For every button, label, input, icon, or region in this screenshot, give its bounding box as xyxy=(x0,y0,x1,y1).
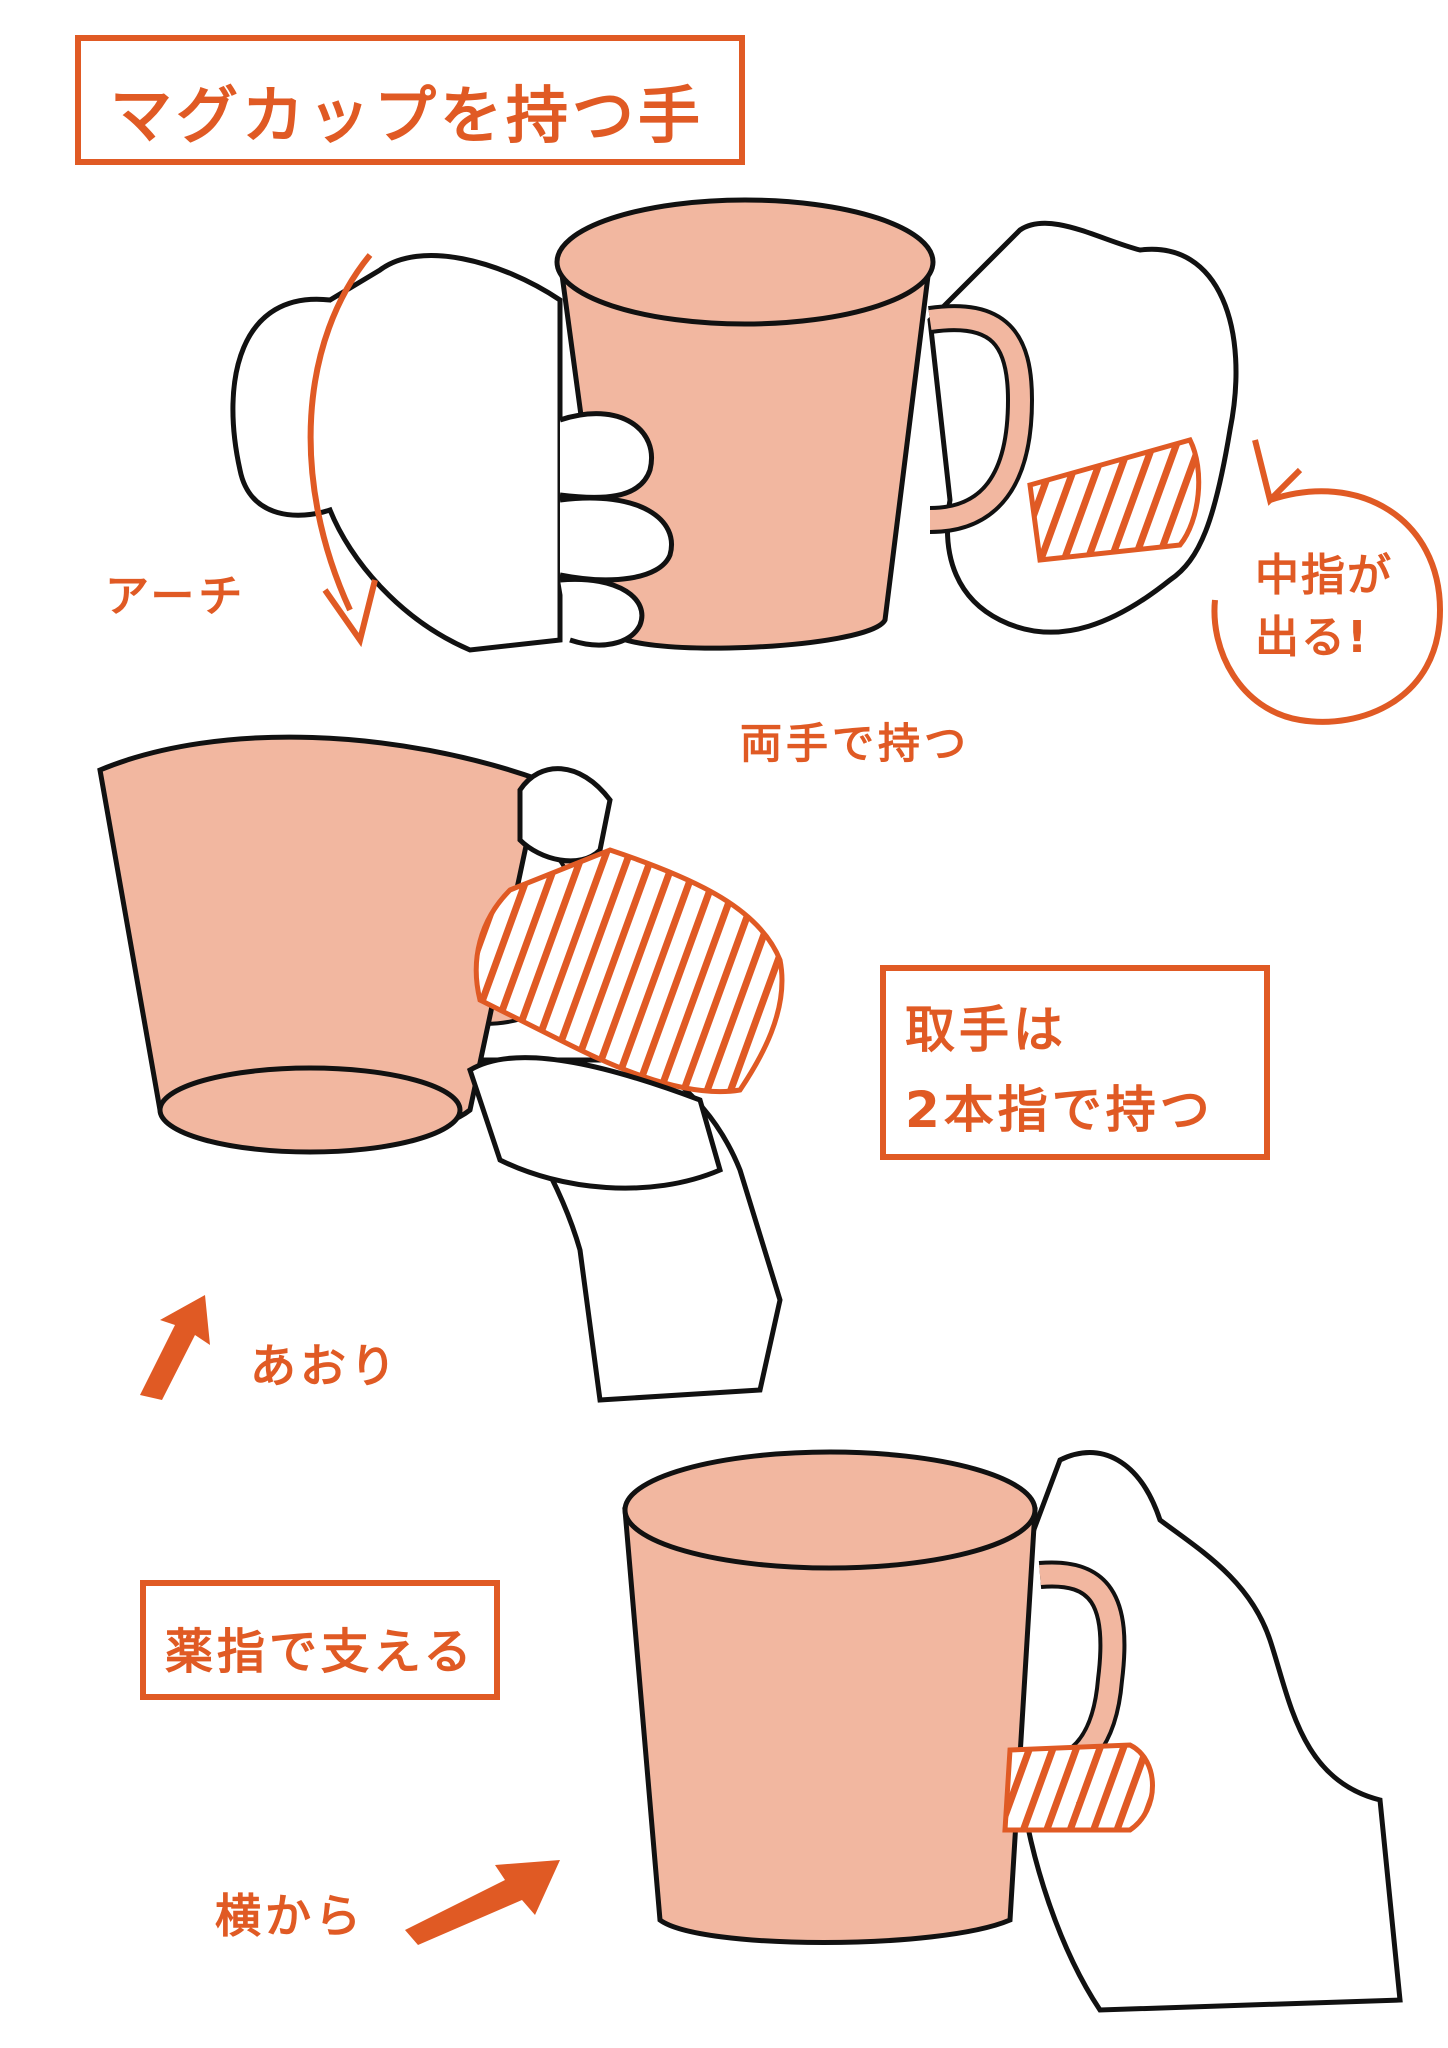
middle-finger-callout: 中指が出る! xyxy=(1255,545,1415,669)
hatched-middle-finger xyxy=(1027,437,1202,563)
hatched-ring-finger xyxy=(1002,1742,1155,1833)
ring-finger-note-box xyxy=(140,1580,500,1700)
page-title: マグカップを持つ手 xyxy=(110,79,705,152)
handle-note-box xyxy=(880,965,1270,1160)
ring-finger-note: 薬指で支える xyxy=(165,1624,476,1680)
both-hands-caption: 両手で持つ xyxy=(740,719,971,768)
handle-note-line1: 取手は xyxy=(905,1001,1067,1059)
side-view-label: 横から xyxy=(215,1889,365,1943)
low-angle-label: あおり xyxy=(250,1339,400,1393)
callout-bubble xyxy=(1211,488,1444,725)
handle-note-line2: 2本指で持つ xyxy=(905,1081,1214,1139)
mug-low-angle xyxy=(97,734,785,1403)
callout-text: 中指が出る! xyxy=(1255,550,1393,663)
arch-arrow xyxy=(307,253,373,612)
up-arrow-icon xyxy=(140,1295,210,1400)
mug-front-both-hands xyxy=(230,197,1444,725)
title-box xyxy=(75,35,745,165)
mug-side-view xyxy=(405,1449,1403,2013)
right-arrow-icon xyxy=(405,1860,560,1945)
arch-label: アーチ xyxy=(105,571,247,622)
hatched-two-fingers xyxy=(473,847,785,1094)
